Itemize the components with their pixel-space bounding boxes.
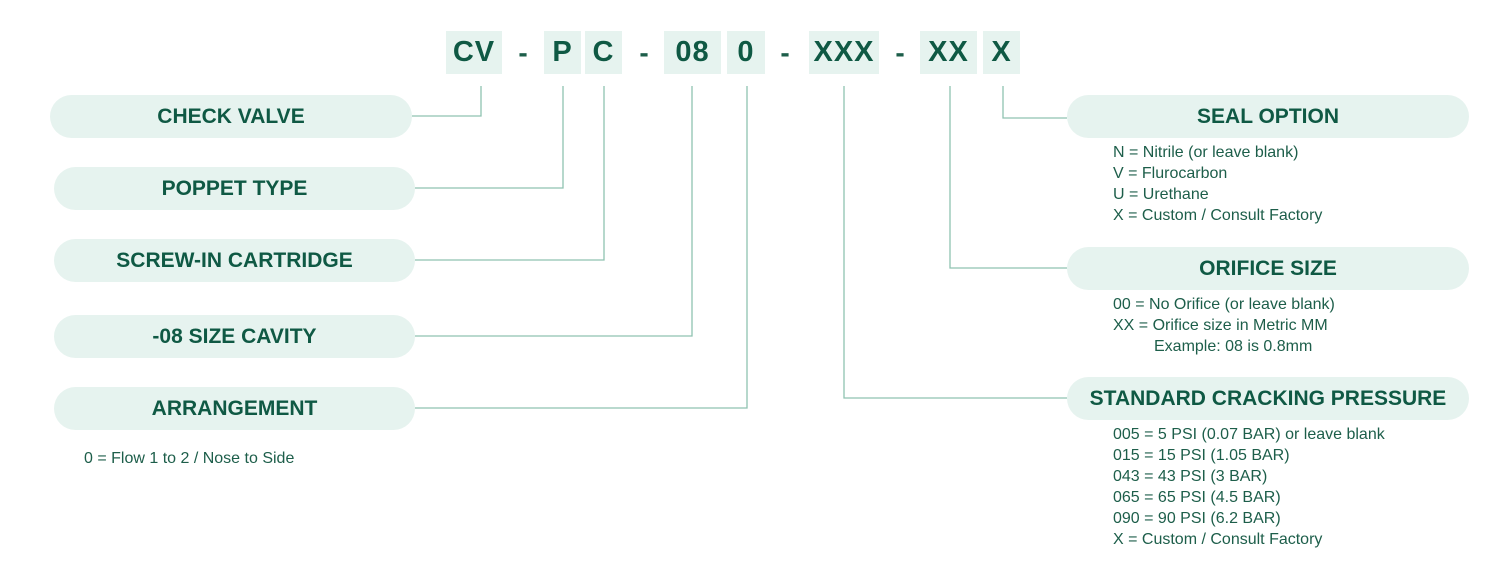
connector-screw-in xyxy=(415,86,605,261)
arrangement-line: 0 = Flow 1 to 2 / Nose to Side xyxy=(84,450,295,467)
seal-option-line: X = Custom / Consult Factory xyxy=(1113,207,1323,224)
cracking-pressure-line: 043 = 43 PSI (3 BAR) xyxy=(1113,468,1268,485)
cracking-pressure-line: 005 = 5 PSI (0.07 BAR) or leave blank xyxy=(1113,426,1385,443)
connector-check-valve xyxy=(412,86,482,117)
code-segment-xxx: XXX xyxy=(809,31,879,74)
seal-option-line: V = Flurocarbon xyxy=(1113,165,1228,182)
cracking-pressure-list: 005 = 5 PSI (0.07 BAR) or leave blank 01… xyxy=(1113,424,1385,550)
code-segment-c: C xyxy=(585,31,622,74)
pill-size-cavity: -08 SIZE CAVITY xyxy=(54,315,415,358)
pill-cracking-pressure: STANDARD CRACKING PRESSURE xyxy=(1067,377,1469,420)
orifice-size-list: 00 = No Orifice (or leave blank) XX = Or… xyxy=(1113,294,1335,357)
orifice-size-example: Example: 08 is 0.8mm xyxy=(1154,338,1313,355)
cracking-pressure-line: X = Custom / Consult Factory xyxy=(1113,531,1323,548)
seal-option-line: N = Nitrile (or leave blank) xyxy=(1113,144,1299,161)
code-segment-0: 0 xyxy=(727,31,765,74)
code-separator: - xyxy=(780,36,790,68)
orifice-size-line: 00 = No Orifice (or leave blank) xyxy=(1113,296,1335,313)
orifice-size-line: XX = Orifice size in Metric MM xyxy=(1113,317,1328,334)
connector-orifice-size xyxy=(949,86,1067,269)
cracking-pressure-line: 015 = 15 PSI (1.05 BAR) xyxy=(1113,447,1290,464)
connector-seal-option xyxy=(1002,86,1067,119)
code-separator: - xyxy=(639,36,649,68)
seal-option-list: N = Nitrile (or leave blank) V = Fluroca… xyxy=(1113,142,1322,226)
pill-orifice-size: ORIFICE SIZE xyxy=(1067,247,1469,290)
connector-cavity xyxy=(415,86,693,337)
arrangement-description: 0 = Flow 1 to 2 / Nose to Side xyxy=(84,448,294,469)
code-segment-x: X xyxy=(983,31,1020,74)
connector-poppet-type xyxy=(415,86,564,189)
code-separator: - xyxy=(895,36,905,68)
pill-arrangement: ARRANGEMENT xyxy=(54,387,415,430)
pill-check-valve: CHECK VALVE xyxy=(50,95,412,138)
code-segment-xx: XX xyxy=(920,31,977,74)
code-segment-p: P xyxy=(544,31,581,74)
code-separator: - xyxy=(518,36,528,68)
code-segment-cv: CV xyxy=(446,31,502,74)
cracking-pressure-line: 090 = 90 PSI (6.2 BAR) xyxy=(1113,510,1281,527)
connector-cracking-pressure xyxy=(843,86,1067,399)
seal-option-line: U = Urethane xyxy=(1113,186,1209,203)
connector-arrangement xyxy=(415,86,748,409)
pill-screw-in-cartridge: SCREW-IN CARTRIDGE xyxy=(54,239,415,282)
pill-poppet-type: POPPET TYPE xyxy=(54,167,415,210)
cracking-pressure-line: 065 = 65 PSI (4.5 BAR) xyxy=(1113,489,1281,506)
pill-seal-option: SEAL OPTION xyxy=(1067,95,1469,138)
code-segment-08: 08 xyxy=(664,31,721,74)
